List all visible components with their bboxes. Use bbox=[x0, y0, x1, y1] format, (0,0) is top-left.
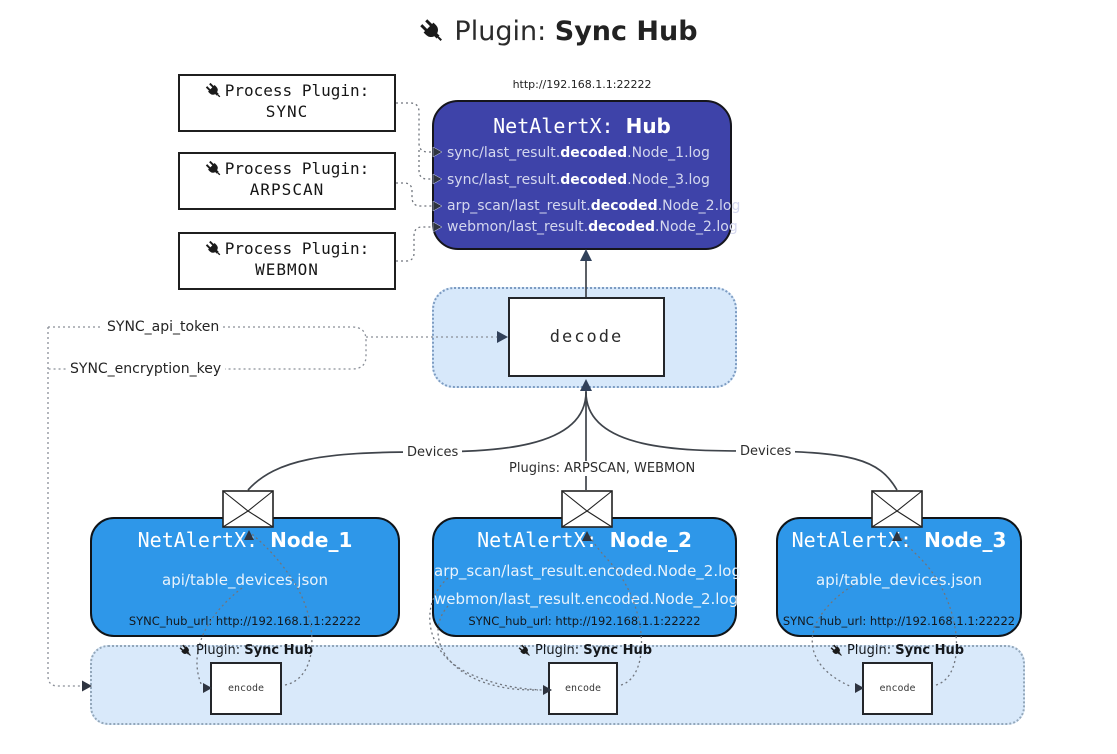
hub-log-line: sync/last_result.decoded.Node_1.log bbox=[447, 145, 710, 161]
node-title: NetAlertX: Node_1 bbox=[137, 528, 353, 552]
plugins-mid-label: Plugins: ARPSCAN, WEBMON bbox=[505, 461, 700, 476]
plug-icon bbox=[178, 643, 193, 658]
devices-left-label: Devices bbox=[403, 445, 463, 460]
hub-log-line: sync/last_result.decoded.Node_3.log bbox=[447, 172, 710, 188]
node-footer: SYNC_hub_url: http://192.168.1.1:22222 bbox=[468, 614, 701, 628]
hub-log-line: webmon/last_result.decoded.Node_2.log bbox=[447, 219, 738, 235]
node-1-box: NetAlertX: Node_1 api/table_devices.json… bbox=[90, 517, 400, 637]
hub-title: NetAlertX: Hub bbox=[434, 114, 730, 138]
page-title: Plugin: Sync Hub bbox=[0, 16, 1117, 47]
node-content-line: api/table_devices.json bbox=[162, 571, 328, 589]
sync-encryption-key-label: SYNC_encryption_key bbox=[66, 361, 226, 377]
node-title: NetAlertX: Node_3 bbox=[791, 528, 1007, 552]
process-plugin-name: WEBMON bbox=[255, 260, 319, 279]
hub-log-line: arp_scan/last_result.decoded.Node_2.log bbox=[447, 198, 741, 214]
decode-box: decode bbox=[508, 297, 665, 377]
node-footer: SYNC_hub_url: http://192.168.1.1:22222 bbox=[782, 614, 1016, 628]
page-title-prefix: Plugin: bbox=[454, 16, 555, 47]
process-plugin-label: Process Plugin: bbox=[224, 81, 370, 100]
page-title-bold: Sync Hub bbox=[554, 16, 698, 47]
node-content-line: api/table_devices.json bbox=[816, 571, 982, 589]
process-plugin-sync: Process Plugin: SYNC bbox=[178, 74, 396, 132]
process-plugin-name: SYNC bbox=[265, 102, 309, 121]
hub-title-prefix: NetAlertX: bbox=[493, 114, 626, 138]
plug-icon bbox=[829, 643, 844, 658]
hub-box: NetAlertX: Hub sync/last_result.decoded.… bbox=[432, 100, 741, 250]
sync-api-token-label: SYNC_api_token bbox=[103, 319, 224, 335]
process-plugin-webmon: Process Plugin: WEBMON bbox=[178, 232, 396, 290]
encode-box-2: encode bbox=[548, 662, 618, 715]
hub-title-name: Hub bbox=[625, 114, 671, 138]
process-plugin-arpscan: Process Plugin: ARPSCAN bbox=[178, 152, 396, 210]
node-content-line: webmon/last_result.encoded.Node_2.log bbox=[434, 590, 739, 608]
hub-url: http://192.168.1.1:22222 bbox=[512, 78, 652, 91]
plug-icon bbox=[204, 159, 223, 178]
node-content-line: arp_scan/last_result.encoded.Node_2.log bbox=[434, 562, 741, 580]
process-plugin-label: Process Plugin: bbox=[224, 159, 370, 178]
encoder-label: Plugin: Sync Hub bbox=[829, 643, 964, 658]
plug-icon bbox=[204, 81, 223, 100]
process-plugin-label: Process Plugin: bbox=[224, 239, 370, 258]
encode-box-3: encode bbox=[862, 662, 933, 715]
encoder-label: Plugin: Sync Hub bbox=[178, 643, 313, 658]
node-2-box: NetAlertX: Node_2 arp_scan/last_result.e… bbox=[432, 517, 741, 637]
encoder-label: Plugin: Sync Hub bbox=[517, 643, 652, 658]
process-plugin-name: ARPSCAN bbox=[249, 180, 325, 199]
encode-box-1: encode bbox=[210, 662, 282, 715]
node-3-box: NetAlertX: Node_3 api/table_devices.json… bbox=[776, 517, 1022, 637]
decode-label: decode bbox=[549, 327, 624, 347]
plug-icon bbox=[419, 18, 447, 45]
plug-icon bbox=[204, 239, 223, 258]
node-title: NetAlertX: Node_2 bbox=[477, 528, 692, 552]
plug-icon bbox=[517, 643, 532, 658]
devices-right-label: Devices bbox=[736, 444, 796, 459]
node-footer: SYNC_hub_url: http://192.168.1.1:22222 bbox=[128, 614, 362, 628]
